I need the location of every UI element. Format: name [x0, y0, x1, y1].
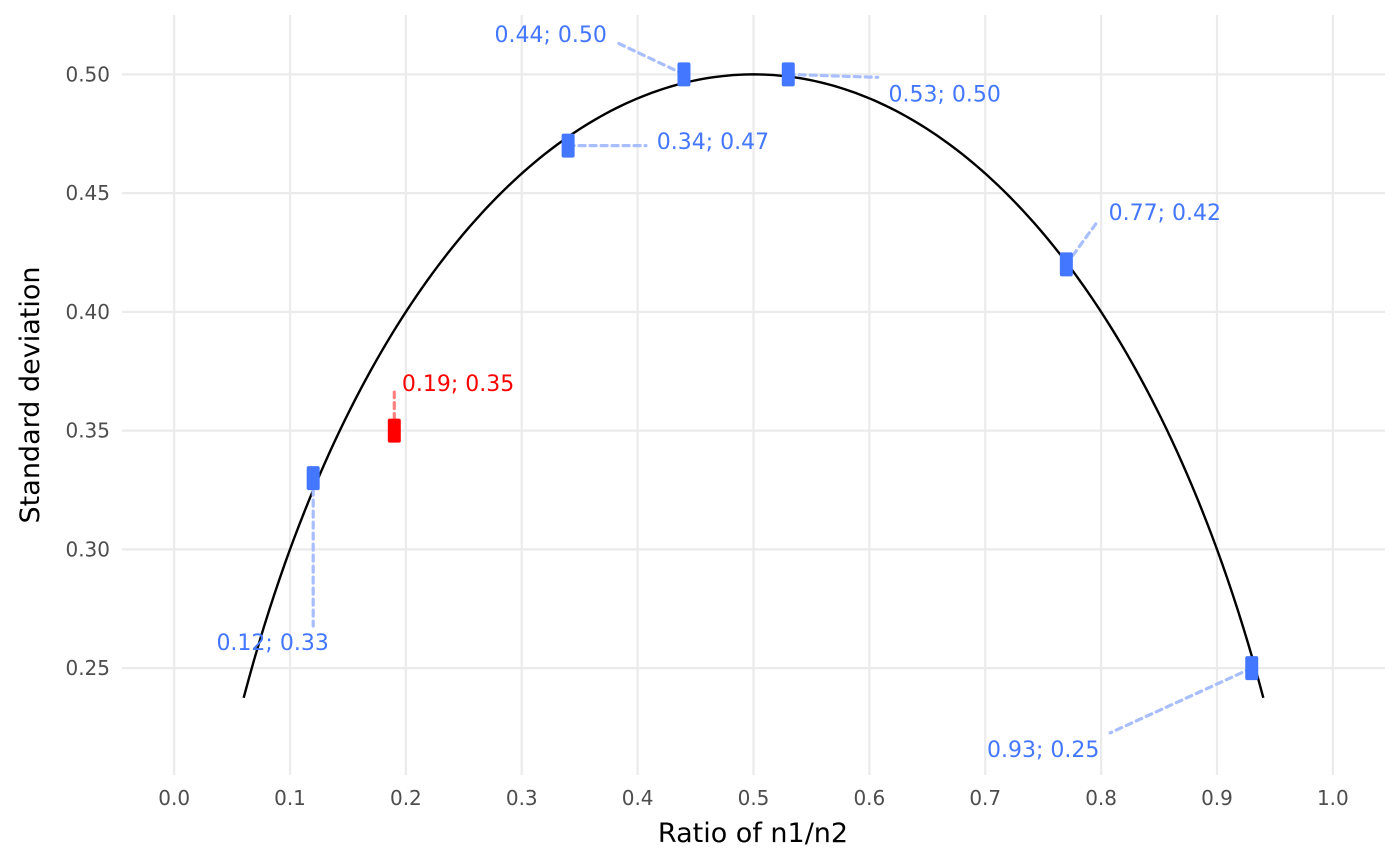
point-label: 0.12; 0.33	[216, 631, 328, 656]
point-labels: 0.12; 0.33 0.19; 0.35 0.34; 0.47 0.44; 0.50…	[216, 23, 1221, 763]
y-tick-label: 0.50	[65, 62, 110, 86]
data-point	[677, 62, 691, 87]
y-tick-label: 0.25	[65, 656, 110, 680]
x-tick-label: 0.8	[1085, 786, 1117, 810]
y-tick-label: 0.45	[65, 181, 110, 205]
label-connector	[786, 72, 880, 79]
x-tick-labels: 0.0 0.1 0.2 0.3 0.4 0.5 0.6 0.7 0.8 0.9 1.0	[158, 786, 1349, 810]
sd-curve	[242, 73, 1265, 699]
data-point	[306, 466, 320, 491]
x-tick-label: 0.3	[506, 786, 538, 810]
x-tick-label: 0.7	[969, 786, 1001, 810]
x-axis-title: Ratio of n1/n2	[658, 818, 848, 849]
label-connector	[1064, 219, 1100, 266]
x-tick-label: 0.5	[738, 786, 770, 810]
label-connector	[1108, 666, 1254, 735]
y-tick-labels: 0.25 0.30 0.35 0.40 0.45 0.50	[65, 62, 110, 680]
y-tick-label: 0.35	[65, 419, 110, 443]
point-label: 0.34; 0.47	[657, 130, 769, 155]
data-point	[1059, 252, 1073, 277]
x-tick-label: 0.1	[274, 786, 306, 810]
x-tick-label: 0.9	[1201, 786, 1233, 810]
point-label: 0.53; 0.50	[889, 82, 1001, 107]
data-point	[561, 133, 575, 158]
label-connector	[616, 41, 686, 76]
x-gridlines	[173, 15, 1334, 775]
data-point	[781, 62, 795, 87]
point-label: 0.77; 0.42	[1109, 201, 1221, 226]
y-tick-label: 0.40	[65, 300, 110, 324]
y-tick-label: 0.30	[65, 537, 110, 561]
point-label: 0.93; 0.25	[987, 738, 1099, 763]
y-axis-title: Standard deviation	[15, 267, 46, 524]
x-tick-label: 0.4	[622, 786, 654, 810]
highlighted-point	[387, 418, 401, 443]
x-tick-label: 0.6	[853, 786, 885, 810]
x-tick-label: 0.2	[390, 786, 422, 810]
data-point	[1245, 656, 1259, 681]
x-tick-label: 1.0	[1317, 786, 1349, 810]
x-tick-label: 0.0	[158, 786, 190, 810]
label-connectors	[311, 41, 1254, 735]
point-label: 0.19; 0.35	[402, 372, 514, 397]
data-points	[306, 62, 1259, 681]
point-label: 0.44; 0.50	[495, 23, 607, 48]
